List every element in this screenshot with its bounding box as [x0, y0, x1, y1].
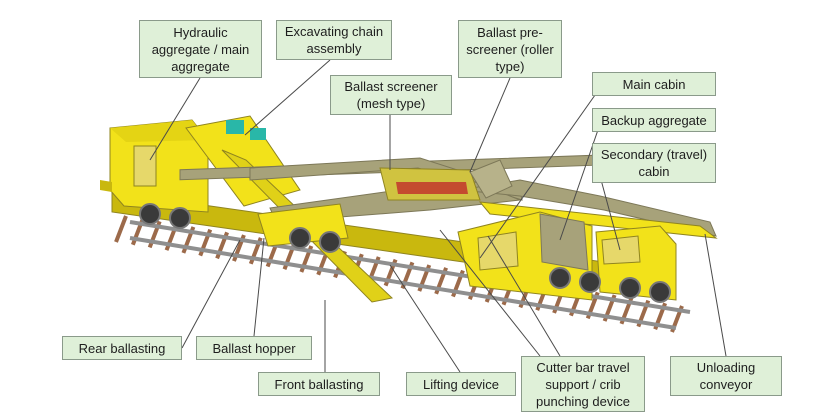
label-main-cabin: Main cabin [592, 72, 716, 96]
label-excavating-chain: Excavating chain assembly [276, 20, 392, 60]
screener-housing [379, 159, 513, 201]
leader-lines [149, 59, 727, 373]
label-cutter-bar: Cutter bar travel support / crib punchin… [521, 356, 645, 412]
leader-line [149, 77, 201, 161]
label-ballast-hopper: Ballast hopper [196, 336, 312, 360]
wheel [169, 207, 191, 229]
bogies [139, 203, 671, 303]
backup-aggregate-body [539, 213, 589, 271]
label-ballast-prescreener: Ballast pre- screener (roller type) [458, 20, 562, 78]
motor-icon [226, 120, 244, 134]
rear-cabin [100, 119, 209, 213]
leader-line [253, 237, 265, 337]
label-hydraulic-aggregate: Hydraulic aggregate / main aggregate [139, 20, 262, 78]
leader-line [479, 87, 601, 259]
wheel [649, 281, 671, 303]
leader-line [469, 77, 511, 173]
label-lifting-device: Lifting device [406, 372, 516, 396]
label-unloading-conveyor: Unloading conveyor [670, 356, 782, 396]
wheel [579, 271, 601, 293]
wheel [619, 277, 641, 299]
leader-line [487, 235, 561, 357]
label-backup-aggregate: Backup aggregate [592, 108, 716, 132]
leader-line [439, 229, 541, 357]
label-front-ballasting: Front ballasting [258, 372, 380, 396]
leader-line [389, 264, 461, 373]
label-secondary-cabin: Secondary (travel) cabin [592, 143, 716, 183]
leader-line [599, 175, 621, 251]
leader-line [244, 59, 331, 136]
sleeper [114, 215, 128, 243]
wheel [549, 267, 571, 289]
rail-front [129, 236, 677, 330]
rail-back [129, 220, 691, 314]
leader-line [181, 239, 241, 349]
wheel [139, 203, 161, 225]
wheel [289, 227, 311, 249]
leader-line [704, 233, 727, 357]
wheel [319, 231, 341, 253]
label-ballast-screener: Ballast screener (mesh type) [330, 75, 452, 115]
label-rear-ballasting: Rear ballasting [62, 336, 182, 360]
secondary-cabin-body [595, 225, 677, 301]
